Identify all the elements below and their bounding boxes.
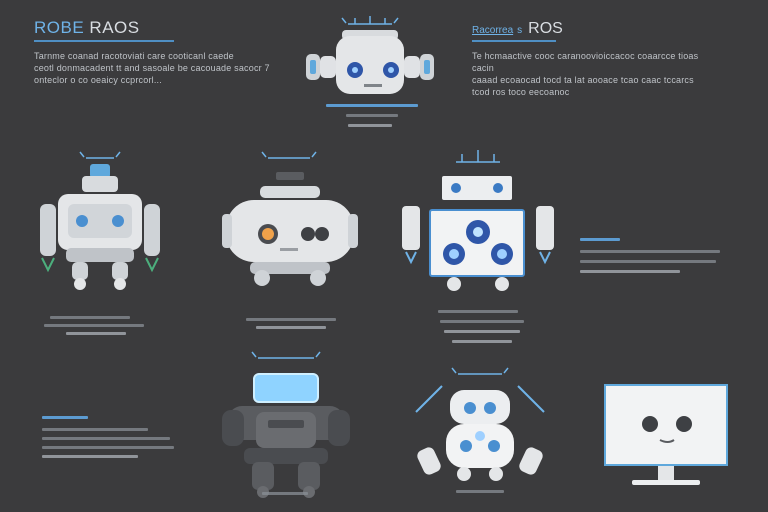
title-right-small-suffix: s	[517, 25, 523, 36]
side-note-heading	[580, 238, 620, 241]
robot4-caption-line-2	[440, 320, 524, 323]
left-note-line-2	[42, 437, 170, 440]
title-left-part2: RAOS	[89, 18, 140, 37]
intro-right-line-3: tcod ros toco eecoanoc	[472, 87, 570, 97]
left-note-heading	[42, 416, 88, 419]
intro-right-line-2: caaad ecoaocad tocd ta lat aooace tcao c…	[472, 75, 694, 85]
dark-robot-icon	[222, 351, 350, 498]
robot4-caption-line-3	[444, 330, 520, 333]
intro-paragraph-left: Tarnme coanad racotoviati care cooticanl…	[34, 50, 284, 86]
cute-robot-icon	[415, 367, 545, 481]
intro-left-line-3: onteclor o co oeaicy ccprcorl...	[34, 75, 162, 85]
title-left-part1: ROBE	[34, 18, 85, 37]
round-robot-icon	[222, 151, 358, 286]
left-note-line-1	[42, 428, 148, 431]
title-right-small: Racorrea	[472, 25, 514, 36]
page-title-left: ROBE RAOS	[34, 18, 140, 38]
side-note-line-1	[580, 250, 720, 253]
robot4-caption-line	[438, 310, 518, 313]
left-note-line-3	[42, 446, 174, 449]
title-right-main: ROS	[528, 20, 563, 37]
side-note-line-2	[580, 260, 716, 263]
side-note-line-3	[580, 270, 680, 273]
robot1-caption-line-2	[346, 114, 398, 117]
monitor-face-icon	[604, 384, 728, 485]
left-note-line-4	[42, 455, 138, 458]
robot3-caption-line-2	[256, 326, 326, 329]
title-left-underline	[34, 40, 174, 42]
robot6-caption-line	[456, 490, 504, 493]
intro-left-line-2: ceotl donmacadent tt and sasoale be caco…	[34, 63, 270, 73]
robot-head-icon	[306, 16, 434, 94]
robot1-caption-line-3	[348, 124, 392, 127]
robot2-caption-line-3	[66, 332, 126, 335]
intro-right-line-1: Te hcmaactive cooc caranoovioiccacoc coa…	[472, 51, 699, 73]
robot2-caption-line	[50, 316, 130, 319]
square-robot-icon	[402, 150, 554, 291]
robot5-caption-line	[262, 492, 308, 495]
robot2-caption-line-2	[44, 324, 144, 327]
boxy-robot-icon	[40, 151, 160, 290]
robot1-caption-line	[326, 104, 418, 107]
intro-left-line-1: Tarnme coanad racotoviati care cooticanl…	[34, 51, 234, 61]
robot4-caption-line-4	[452, 340, 512, 343]
title-right-underline	[472, 40, 556, 42]
intro-paragraph-right: Te hcmaactive cooc caranoovioiccacoc coa…	[472, 50, 722, 98]
robot3-caption-line	[246, 318, 336, 321]
